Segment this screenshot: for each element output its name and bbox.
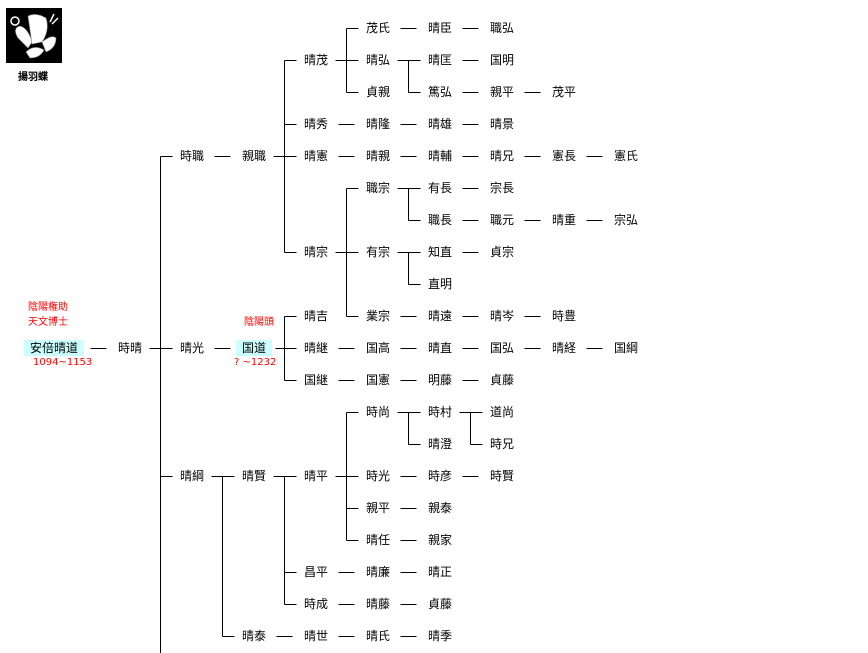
person-node: 晴雄 (428, 117, 453, 131)
person-node: 時尚 (366, 405, 391, 419)
person-node: 茂氏 (366, 21, 391, 35)
person-node: 貞藤 (428, 597, 453, 611)
person-node: 宗弘 (614, 213, 639, 227)
person-node: 晴秀 (304, 117, 329, 131)
person-node: 晴継 (304, 341, 329, 355)
person-node: 晴遠 (428, 309, 453, 323)
person-node: 晴綱 (180, 469, 205, 483)
person-node: 貞宗 (490, 245, 515, 259)
person-node: 晴世 (304, 629, 329, 643)
person-node: 晴臣 (428, 21, 453, 35)
person-title: 天文博士 (28, 317, 68, 328)
person-node: 時賢 (490, 469, 515, 483)
person-node: 晴澄 (428, 437, 453, 451)
person-node: 明藤 (428, 373, 453, 387)
person-title: 陰陽権助 (28, 302, 68, 313)
person-node: 親職 (242, 149, 267, 163)
person-node: 安倍晴道 (24, 340, 85, 356)
person-node: 晴平 (304, 469, 329, 483)
person-node: 晴隆 (366, 117, 391, 131)
person-node: 時兄 (490, 437, 515, 451)
person-node: 有宗 (366, 245, 391, 259)
person-node: 晴重 (552, 213, 577, 227)
person-node: 憲長 (552, 149, 577, 163)
person-node: 親平 (490, 85, 515, 99)
person-node: 晴藤 (366, 597, 391, 611)
person-node: 貞親 (366, 85, 391, 99)
person-node: 晴廉 (366, 565, 391, 579)
person-node: 憲氏 (614, 149, 639, 163)
person-node: 篤弘 (428, 85, 453, 99)
person-node: 晴賢 (242, 469, 267, 483)
person-node: 晴宗 (304, 245, 329, 259)
person-node: 時職 (180, 149, 205, 163)
person-node: 時晴 (118, 341, 143, 355)
person-node: 親平 (366, 501, 391, 515)
person-node: 晴任 (366, 533, 391, 547)
person-node: 親家 (428, 533, 453, 547)
person-node: 有長 (428, 181, 453, 195)
person-node: 知直 (428, 245, 453, 259)
person-node: 国憲 (366, 373, 391, 387)
person-node: 貞藤 (490, 373, 515, 387)
person-node: 国道 (236, 340, 273, 356)
person-node: 国弘 (490, 341, 515, 355)
person-node: 晴吉 (304, 309, 329, 323)
person-node: 晴岑 (490, 309, 515, 323)
person-node: 晴親 (366, 149, 391, 163)
person-node: 晴季 (428, 629, 453, 643)
person-node: 時光 (366, 469, 391, 483)
person-dates: ? ~1232 (234, 357, 277, 368)
person-node: 直明 (428, 277, 453, 291)
person-title: 陰陽頭 (244, 317, 274, 328)
person-node: 晴氏 (366, 629, 391, 643)
person-node: 晴憲 (304, 149, 329, 163)
person-node: 晴経 (552, 341, 577, 355)
person-node: 道尚 (490, 405, 515, 419)
person-node: 昌平 (304, 565, 329, 579)
person-node: 晴弘 (366, 53, 391, 67)
person-node: 晴茂 (304, 53, 329, 67)
person-node: 職弘 (490, 21, 515, 35)
person-dates: 1094~1153 (33, 357, 93, 368)
person-node: 時成 (304, 597, 329, 611)
person-node: 茂平 (552, 85, 577, 99)
ageha-butterfly-crest-icon (6, 8, 62, 63)
person-node: 時豊 (552, 309, 577, 323)
person-node: 晴景 (490, 117, 515, 131)
person-node: 職長 (428, 213, 453, 227)
crest-label: 揚羽蝶 (18, 72, 48, 83)
person-node: 晴正 (428, 565, 453, 579)
person-node: 晴匡 (428, 53, 453, 67)
person-node: 親泰 (428, 501, 453, 515)
person-node: 晴光 (180, 341, 205, 355)
person-node: 晴輔 (428, 149, 453, 163)
person-node: 晴兄 (490, 149, 515, 163)
person-node: 職宗 (366, 181, 391, 195)
person-node: 晴直 (428, 341, 453, 355)
person-node: 宗長 (490, 181, 515, 195)
person-node: 国高 (366, 341, 391, 355)
person-node: 晴泰 (242, 629, 267, 643)
person-node: 時彦 (428, 469, 453, 483)
person-node: 国継 (304, 373, 329, 387)
person-node: 時村 (428, 405, 453, 419)
person-node: 業宗 (366, 309, 391, 323)
person-node: 国明 (490, 53, 515, 67)
person-node: 国綱 (614, 341, 639, 355)
person-node: 職元 (490, 213, 515, 227)
